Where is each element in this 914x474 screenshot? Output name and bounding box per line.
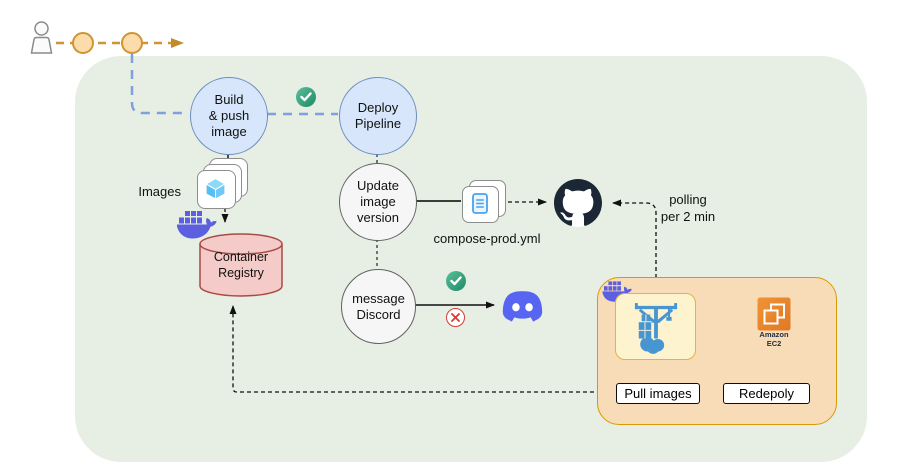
container-registry: Container Registry <box>199 233 283 297</box>
node-build-push-label: Build <box>214 92 244 108</box>
container-registry-label: Container Registry <box>213 250 269 281</box>
node-update-image-version: Update image version <box>339 163 417 241</box>
images-stack-icon <box>197 170 236 209</box>
ec2-label: Amazon EC2 <box>759 330 789 348</box>
node-deploy-pipeline: Deploy Pipeline <box>339 77 417 155</box>
check-icon <box>446 271 466 291</box>
redeploy-box: Redepoly <box>723 383 810 404</box>
document-icon <box>472 193 488 214</box>
docker-icon <box>177 211 217 239</box>
node-build-push: Build & push image <box>190 77 268 155</box>
images-label: Images <box>138 184 181 199</box>
check-icon <box>296 87 316 107</box>
github-icon <box>554 179 602 227</box>
pull-images-box: Pull images <box>616 383 700 404</box>
error-x-icon <box>446 308 465 327</box>
node-message-discord: message Discord <box>341 269 416 344</box>
workflow-step-1 <box>72 32 94 54</box>
polling-label: polling per 2 min <box>660 192 716 224</box>
cube-icon <box>205 178 226 200</box>
compose-file-icon <box>462 186 499 223</box>
watchtower-icon <box>634 303 678 354</box>
ec2-icon <box>757 297 791 331</box>
person-icon <box>30 21 53 54</box>
discord-icon <box>502 291 543 322</box>
workflow-step-2 <box>121 32 143 54</box>
compose-file-label: compose-prod.yml <box>433 231 541 246</box>
